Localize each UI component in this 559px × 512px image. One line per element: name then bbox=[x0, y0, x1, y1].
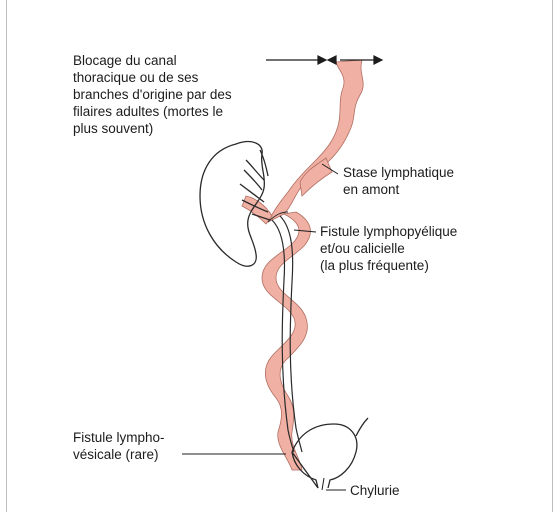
label-blocage-line-5: plus souvent) bbox=[73, 121, 153, 136]
label-fistule-vesicale-line-1: Fistule lympho- bbox=[73, 430, 165, 445]
label-fistule-pyelique-line-2: et/ou calicielle bbox=[320, 241, 405, 256]
label-fistule-vesicale-line-2: vésicale (rare) bbox=[73, 447, 159, 462]
label-fistule-vesicale: Fistule lympho- vésicale (rare) bbox=[73, 430, 165, 462]
label-blocage: Blocage du canal thoracique ou de ses br… bbox=[73, 53, 232, 136]
bladder bbox=[292, 418, 368, 488]
label-fistule-pyelique-line-1: Fistule lymphopyélique bbox=[320, 224, 457, 239]
label-blocage-line-1: Blocage du canal bbox=[73, 53, 177, 68]
label-stase-line-2: en amont bbox=[343, 182, 400, 197]
label-blocage-line-3: branches d'origine par des bbox=[73, 87, 232, 102]
label-stase: Stase lymphatique en amont bbox=[343, 165, 454, 197]
chylurie-pointer-up bbox=[322, 478, 324, 490]
label-blocage-line-4: filaires adultes (mortes le bbox=[73, 104, 223, 119]
label-stase-line-1: Stase lymphatique bbox=[343, 165, 454, 180]
label-fistule-pyelique: Fistule lymphopyélique et/ou calicielle … bbox=[320, 224, 457, 273]
label-chylurie: Chylurie bbox=[350, 483, 400, 498]
label-blocage-line-2: thoracique ou de ses bbox=[73, 70, 199, 85]
label-fistule-pyelique-line-3: (la plus fréquente) bbox=[320, 258, 429, 273]
blockage-arrows bbox=[266, 56, 382, 64]
